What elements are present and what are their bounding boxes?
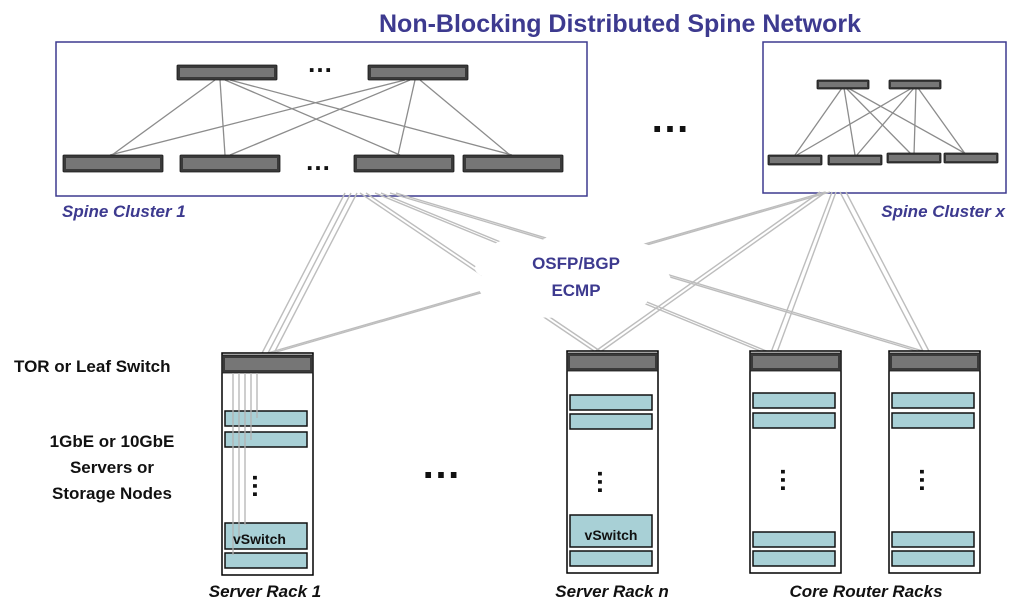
spine-cluster-1-links <box>109 79 513 156</box>
server-node <box>569 394 653 411</box>
server-node <box>891 412 975 429</box>
leaf-switch <box>179 154 281 173</box>
server-node <box>224 431 308 448</box>
routing-ecmp-label: ECMP <box>551 281 600 300</box>
server-ellipsis: … <box>914 467 944 493</box>
servers-label-line1: 1GbE or 10GbE <box>50 432 175 451</box>
leaf-switch <box>886 152 942 164</box>
servers-label-line2: Servers or <box>70 458 154 477</box>
rack-label-server-rack-n: Server Rack n <box>555 582 668 601</box>
core-router-rack: … <box>749 350 842 574</box>
spine-cluster-x-label: Spine Cluster x <box>881 202 1006 221</box>
leaf-switch <box>462 154 564 173</box>
rack-label-server-rack-1: Server Rack 1 <box>209 582 321 601</box>
spine-switch <box>816 79 870 90</box>
rack-wires <box>232 373 258 555</box>
rack-ellipsis: … <box>421 443 461 487</box>
leaf-switch <box>767 154 823 166</box>
cluster-ellipsis: … <box>650 97 690 141</box>
server-rack-n: … vSwitch <box>566 350 659 574</box>
server-node <box>224 410 308 427</box>
server-node <box>752 550 836 567</box>
spine-cluster-1-label: Spine Cluster 1 <box>62 202 186 221</box>
server-node <box>569 413 653 430</box>
diagram-title: Non-Blocking Distributed Spine Network <box>379 10 861 38</box>
spine-switch <box>176 64 278 81</box>
spine-cluster-x-box <box>762 41 1007 194</box>
spine-switch <box>367 64 469 81</box>
tor-switch <box>566 352 659 372</box>
server-ellipsis: … <box>775 467 805 493</box>
server-node <box>752 412 836 429</box>
leaf-switch <box>353 154 455 173</box>
server-node <box>569 550 653 567</box>
spine-ellipsis: … <box>307 48 333 78</box>
server-node <box>752 531 836 548</box>
server-node <box>891 531 975 548</box>
core-router-rack: … <box>888 350 981 574</box>
server-node <box>891 550 975 567</box>
spine-cluster-x-links <box>794 87 969 156</box>
tor-switch <box>888 352 981 372</box>
server-ellipsis: … <box>592 469 622 495</box>
rack-label-core-router-racks: Core Router Racks <box>789 582 942 601</box>
vswitch-label: vSwitch <box>233 531 286 547</box>
leaf-switch <box>827 154 883 166</box>
leaf-switch <box>943 152 999 164</box>
vswitch-box <box>569 514 653 548</box>
servers-label-line3: Storage Nodes <box>52 484 172 503</box>
server-node <box>224 552 308 569</box>
server-rack-1: … vSwitch <box>221 352 314 576</box>
leaf-switch <box>62 154 164 173</box>
routing-cloud: OSFP/BGP ECMP <box>474 231 671 318</box>
server-ellipsis: … <box>247 473 277 499</box>
routing-protocol-label: OSFP/BGP <box>532 254 620 273</box>
leaf-ellipsis: … <box>305 146 331 176</box>
server-node <box>752 392 836 409</box>
tor-switch <box>221 354 314 374</box>
server-node <box>891 392 975 409</box>
vswitch-label: vSwitch <box>585 527 638 543</box>
tor-switch <box>749 352 842 372</box>
spine-switch <box>888 79 942 90</box>
tor-label: TOR or Leaf Switch <box>14 357 171 376</box>
